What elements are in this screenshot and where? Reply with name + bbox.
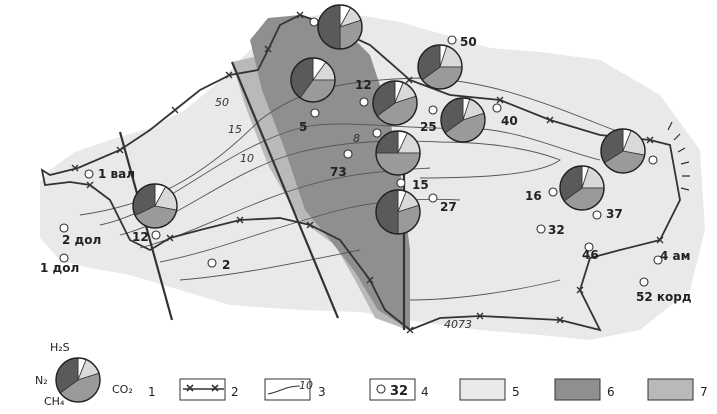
- gas-pie-8-outline: [132, 183, 178, 229]
- contour-label-4073: 4073: [444, 318, 472, 331]
- legend-gas-ch4: CH₄: [44, 395, 65, 408]
- gas-pie-6-outline: [375, 130, 421, 176]
- well-label-2: 2: [222, 258, 230, 272]
- contour-label-group: 50 15 10 8 4073: [215, 96, 472, 331]
- legend-num-4: 4: [421, 385, 429, 399]
- well-label-40: 40: [501, 114, 518, 128]
- legend-box-4: [369, 378, 416, 401]
- legend-num-3: 3: [318, 385, 326, 399]
- well-label-1-dol: 1 дол: [40, 261, 79, 275]
- legend-gas-n2: N₂: [35, 374, 48, 387]
- legend-pie: [55, 357, 101, 403]
- gas-pie-5: [440, 97, 486, 143]
- well-label-25: 25: [420, 120, 437, 134]
- legend-box-6: [554, 378, 601, 401]
- contour-lines: [79, 77, 641, 301]
- well-label-46: 46: [582, 248, 599, 262]
- well-label-16: 16: [525, 189, 542, 203]
- legend-num-7: 7: [700, 385, 708, 399]
- contour-label-15: 15: [228, 123, 242, 136]
- well-label-2-dol: 2 дол: [62, 233, 101, 247]
- well-label-37: 37: [606, 207, 623, 221]
- legend-gas-pie: [55, 357, 101, 403]
- well-label-4-am: 4 ам: [660, 249, 690, 263]
- zone-dark: [250, 15, 410, 330]
- legend-box-5: [459, 378, 506, 401]
- well-label-12-center: 12: [355, 78, 372, 92]
- gas-pie-8: [132, 183, 178, 229]
- well-label-50: 50: [460, 35, 477, 49]
- gas-pie-10-outline: [600, 128, 646, 174]
- boundary-hatch: [667, 121, 690, 191]
- legend-num-5: 5: [512, 385, 520, 399]
- gas-pie-7-outline: [375, 189, 421, 235]
- well-label-27: 27: [440, 200, 457, 214]
- legend-gas-co2: CO₂: [112, 383, 133, 396]
- legend-sample-well-label: 32: [390, 384, 408, 399]
- gas-pie-10: [600, 128, 646, 174]
- gas-pie-3-outline: [372, 80, 418, 126]
- well-label-5: 5: [299, 120, 307, 134]
- legend-sample-contour: [267, 385, 301, 395]
- well-label-12-west: 12: [132, 230, 149, 244]
- legend-num-2: 2: [231, 385, 239, 399]
- contour-label-10: 10: [240, 152, 254, 165]
- legend-num-6: 6: [607, 385, 615, 399]
- legend: H₂S N₂ CH₄ CO₂ 1 2 10 3 32 4 5 6 7: [35, 341, 708, 408]
- gas-composition-pies: [132, 4, 646, 235]
- legend-gas-pie-outline: [55, 357, 101, 403]
- well-label-52-kord: 52 корд: [636, 290, 692, 304]
- gas-pie-2: [290, 57, 336, 103]
- legend-box-3: [264, 378, 311, 401]
- gas-pie-1: [317, 4, 363, 50]
- gas-pie-6: [375, 130, 421, 176]
- gas-pie-9: [559, 165, 605, 211]
- pinchout-marks: [71, 11, 664, 334]
- legend-num-1: 1: [148, 385, 156, 399]
- contour-label-50: 50: [215, 96, 229, 109]
- well-label-32: 32: [548, 223, 565, 237]
- gas-pie-2-outline: [290, 57, 336, 103]
- gas-pie-4: [417, 44, 463, 90]
- legend-box-7: [647, 378, 694, 401]
- gas-pie-9-outline: [559, 165, 605, 211]
- well-markers: [59, 17, 663, 287]
- contour-label-8: 8: [353, 132, 360, 145]
- gas-pie-5-outline: [440, 97, 486, 143]
- legend-sample-well: [376, 384, 386, 394]
- legend-sample-pinchout: [183, 384, 224, 392]
- legend-gas-h2s: H₂S: [50, 341, 70, 354]
- gas-pie-1-outline: [317, 4, 363, 50]
- well-label-1-val: 1 вал: [98, 167, 135, 181]
- well-label-73: 73: [330, 165, 347, 179]
- gas-pie-7: [375, 189, 421, 235]
- gas-pie-4-outline: [417, 44, 463, 90]
- legend-box-2: [179, 378, 226, 401]
- well-label-15: 15: [412, 178, 429, 192]
- gas-pie-3: [372, 80, 418, 126]
- well-labels: 1 вал 2 дол 1 дол 12 2 5 12 73 15 27 25 …: [40, 35, 692, 304]
- pinchout-line: [40, 14, 681, 332]
- legend-sample-contour-label: 10: [299, 379, 313, 392]
